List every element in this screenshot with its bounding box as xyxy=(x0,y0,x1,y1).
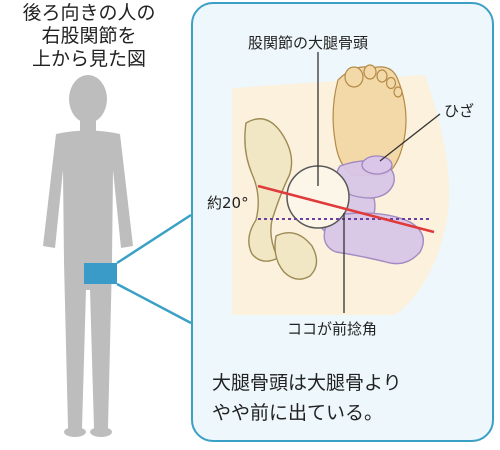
callout-line-top xyxy=(116,213,192,265)
hip-highlight xyxy=(84,263,117,284)
leader-knee xyxy=(379,113,441,162)
standing-person-icon xyxy=(43,75,133,437)
description-line-1: 大腿骨頭は大腿骨より xyxy=(212,372,402,394)
callout-line-bottom xyxy=(116,282,192,325)
label-knee: ひざ xyxy=(444,102,475,120)
label-femoral-head: 股関節の大腿骨頭 xyxy=(248,34,369,52)
foot-icon xyxy=(332,64,407,176)
knee-cap xyxy=(361,155,393,175)
description-line-2: やや前に出ている。 xyxy=(212,402,384,424)
pelvis-bone xyxy=(244,118,318,280)
caption-line-3: 上から見た図 xyxy=(31,48,146,70)
caption-line-2: 右股関節を xyxy=(41,25,137,47)
label-angle: 約20° xyxy=(207,194,249,212)
anteversion-line xyxy=(257,184,435,234)
caption-line-1: 後ろ向きの人の xyxy=(22,2,156,24)
label-anteversion: ココが前捻角 xyxy=(287,320,378,338)
figure-caption: 後ろ向きの人の 右股関節を 上から見た図 xyxy=(0,2,178,71)
description-text: 大腿骨頭は大腿骨より やや前に出ている。 xyxy=(212,368,402,428)
